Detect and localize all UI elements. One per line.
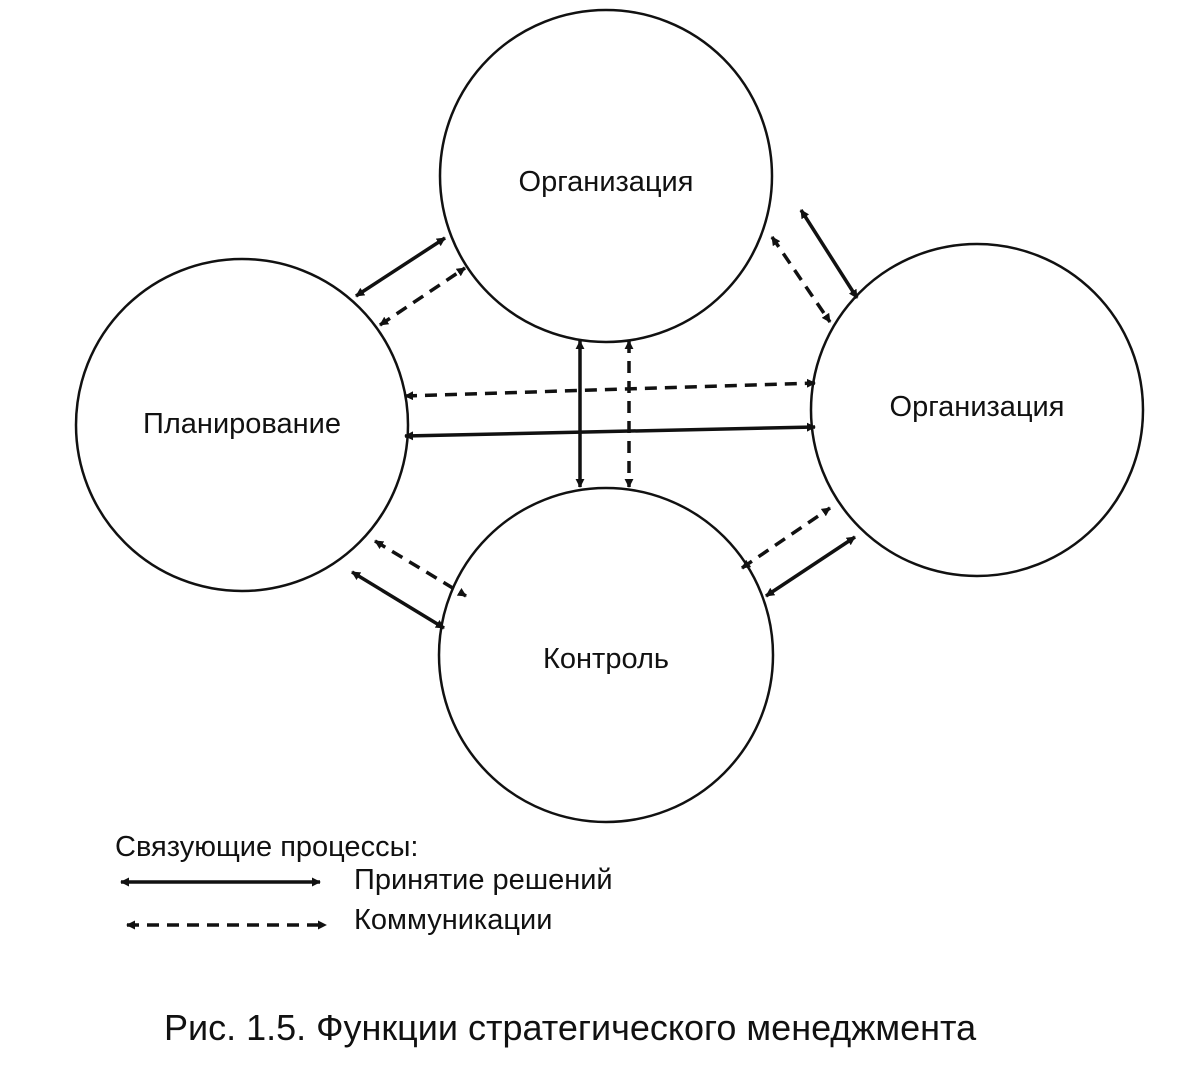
- link-top-left-solid: [355, 236, 446, 298]
- node-bottom-label: Контроль: [543, 643, 669, 675]
- figure-caption: Рис. 1.5. Функции стратегического менедж…: [164, 1007, 977, 1048]
- link-top-right-solid: [799, 209, 859, 299]
- link-top-right-dashed: [770, 236, 832, 323]
- node-left-label: Планирование: [143, 408, 341, 440]
- node-top-circle: [438, 8, 774, 344]
- legend-title: Связующие процессы:: [115, 831, 419, 863]
- node-left: Планирование: [74, 257, 410, 593]
- legend-solid-label: Принятие решений: [354, 864, 613, 896]
- link-left-right-dashed: [404, 378, 816, 401]
- link-left-bottom-solid: [351, 570, 445, 630]
- node-top: Организация: [438, 8, 774, 344]
- link-left-bottom-dashed: [374, 539, 467, 598]
- legend-dashed-label: Коммуникации: [354, 904, 553, 936]
- node-top-label: Организация: [519, 166, 694, 198]
- node-bottom-circle: [437, 486, 775, 824]
- node-right: Организация: [809, 242, 1145, 578]
- node-bottom: Контроль: [437, 486, 775, 824]
- link-left-right-solid: [404, 422, 816, 441]
- link-right-bottom-dashed: [741, 506, 831, 570]
- link-top-left-dashed: [379, 266, 466, 327]
- link-right-bottom-solid: [765, 535, 856, 598]
- node-right-circle: [809, 242, 1145, 578]
- node-right-label: Организация: [890, 391, 1065, 423]
